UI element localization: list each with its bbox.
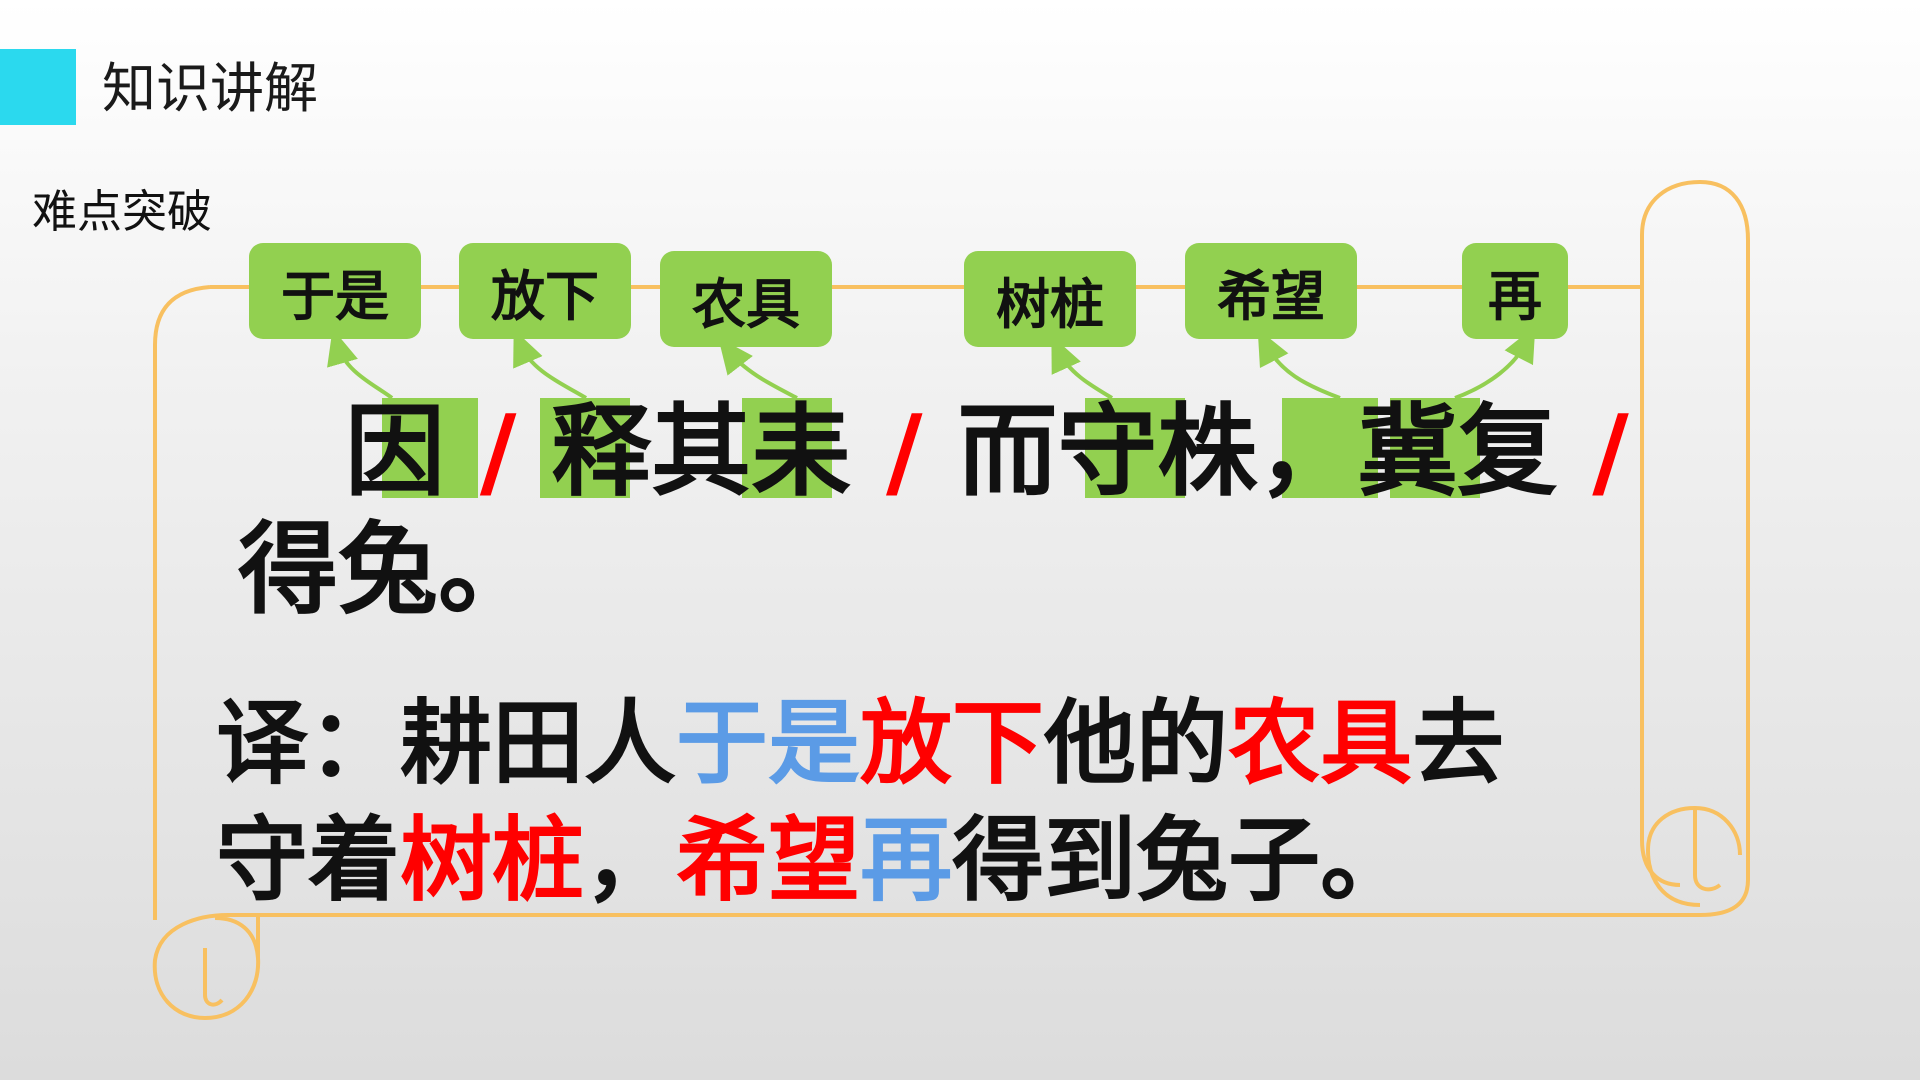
translation-segment: 于是: [676, 690, 861, 797]
highlight-yin: [382, 398, 478, 498]
accent-bar: [0, 49, 76, 125]
gloss-box-yushi: 于是: [249, 243, 421, 339]
gloss-box-shuzhuang: 树桩: [964, 251, 1136, 347]
sentence-phrase-ershouzhu: 而守株，冀复: [957, 393, 1558, 510]
pause-slash: /: [886, 393, 923, 510]
gloss-box-nongju: 农具: [660, 251, 832, 347]
translation-segment: 得到兔子。: [952, 807, 1413, 914]
sentence-line-2: 得兔。: [238, 511, 538, 628]
highlight-zhu: [1085, 398, 1185, 498]
translation-line-1: 译：耕田人于是放下他的农具去: [216, 688, 1504, 800]
pause-slash: /: [1592, 393, 1629, 510]
translation-segment: 译：耕田人: [216, 690, 677, 797]
translation-segment: 再: [860, 807, 953, 914]
translation-segment: 他的: [1044, 690, 1229, 797]
translation-segment: 树桩: [400, 807, 585, 914]
sentence-phrase-shiqilei: 释其耒: [551, 393, 852, 510]
translation-line-2: 守着树桩，希望再得到兔子。: [216, 805, 1412, 917]
translation-segment: 守着: [216, 807, 401, 914]
gloss-box-zai: 再: [1462, 243, 1568, 339]
scroll-frame-strokes: [152, 179, 1750, 1021]
sentence-line-1: 因 / 释其耒 / 而守株，冀复 /: [345, 392, 1629, 512]
translation-segment: 农具: [1228, 690, 1413, 797]
gloss-box-fangxia: 放下: [459, 243, 631, 339]
sentence-word-yin: 因: [345, 393, 445, 510]
translation-segment: 去: [1412, 690, 1505, 797]
gloss-arrow-paths: [327, 325, 1536, 400]
translation-segment: 希望: [676, 807, 861, 914]
page-title: 知识讲解: [102, 57, 318, 120]
highlight-fu: [1390, 398, 1480, 498]
gloss-box-xiwang: 希望: [1185, 243, 1357, 339]
translation-segment: 放下: [860, 690, 1045, 797]
highlight-shi: [540, 398, 630, 498]
highlight-lei: [742, 398, 832, 498]
highlight-ji: [1282, 398, 1378, 498]
pause-slash: /: [479, 393, 517, 510]
section-title: 难点突破: [32, 185, 213, 238]
translation-segment: ，: [584, 807, 677, 914]
